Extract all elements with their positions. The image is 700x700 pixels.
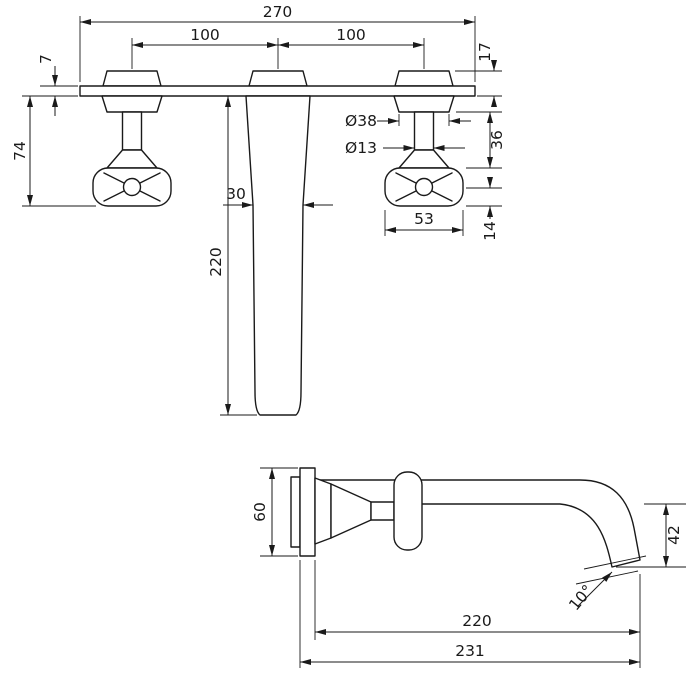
left-handle xyxy=(92,95,172,207)
dim-handle-width-group: 53 xyxy=(384,210,464,236)
dim-outlet-drop: 42 xyxy=(665,525,683,545)
front-view-object xyxy=(79,70,476,416)
escutcheon-cap-left xyxy=(102,70,162,87)
dim-plate-height: 60 xyxy=(251,502,269,522)
wall-escutcheon-side xyxy=(290,476,301,548)
dim-plate-height-group: 60 xyxy=(251,467,298,557)
handle-rosette-side xyxy=(314,477,332,545)
dim-spout-length-group: 220 xyxy=(207,96,257,416)
dim-stem-diameter: Ø13 xyxy=(345,139,377,157)
dim-plate-thickness: 7 xyxy=(37,54,55,64)
dim-spout-length: 220 xyxy=(207,247,225,277)
dim-stem-diameter-group: Ø13 xyxy=(345,139,465,157)
dim-rosette-diameter-group: Ø38 xyxy=(345,112,471,130)
dim-outlet-drop-group: 42 xyxy=(616,503,686,568)
side-view-object xyxy=(290,467,641,568)
dim-handle-depth: 14 xyxy=(481,221,499,241)
dim-handle-width: 53 xyxy=(414,210,434,228)
cross-handle-side xyxy=(393,471,423,551)
dim-total-reach: 231 xyxy=(455,642,485,660)
dim-total-reach-group: 231 xyxy=(299,560,640,668)
dim-escutcheon-height-group: 17 xyxy=(455,42,502,107)
dim-spacing-group: 100 100 xyxy=(131,26,425,69)
front-view: 270 100 100 7 74 xyxy=(11,3,506,416)
dim-escutcheon-height: 17 xyxy=(476,42,494,62)
dim-outlet-angle-group: 10° xyxy=(565,555,647,614)
dim-handle-height-group: 36 xyxy=(456,111,506,169)
dim-handle-height: 36 xyxy=(488,130,506,150)
dim-spout-reach: 220 xyxy=(462,612,492,630)
spout-front xyxy=(245,95,311,416)
mounting-plate xyxy=(79,85,476,97)
right-handle xyxy=(384,95,464,207)
dim-spacing-right: 100 xyxy=(336,26,366,44)
dim-spout-reach-group: 220 xyxy=(314,560,641,668)
escutcheon-cap-center xyxy=(248,70,308,87)
side-view: 60 42 10° 220 231 xyxy=(251,467,686,668)
dim-spout-width: 30 xyxy=(226,185,246,203)
dim-handle-projection: 74 xyxy=(11,141,29,161)
dim-overall-width: 270 xyxy=(263,3,293,21)
dim-overall-width-group: 270 xyxy=(79,3,476,82)
dim-handle-projection-group: 74 xyxy=(11,96,96,207)
dim-spacing-left: 100 xyxy=(190,26,220,44)
handle-neck-side xyxy=(370,501,395,521)
dim-outlet-angle: 10° xyxy=(565,581,596,614)
escutcheon-cap-right xyxy=(394,70,454,87)
dim-handle-depth-group: 14 xyxy=(466,177,502,241)
mounting-plate-side xyxy=(299,467,316,557)
dim-rosette-diameter: Ø38 xyxy=(345,112,377,130)
